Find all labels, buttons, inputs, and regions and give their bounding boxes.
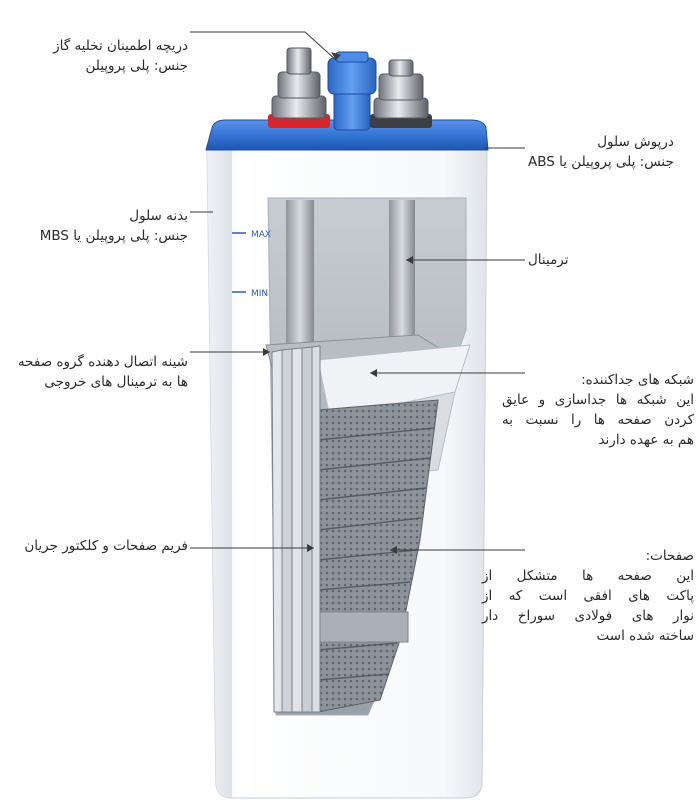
leader-vent — [190, 31, 337, 61]
label-separator-line2: این شبکه ها جداسازی و عایق — [502, 392, 694, 408]
label-lid-line2: جنس: پلی پروپیلن یا ABS — [528, 154, 674, 170]
plate-frames — [271, 345, 321, 713]
label-body-line1: بدنه سلول — [129, 208, 188, 224]
label-separator-line3: کردن صفحه ها را نسبت به — [502, 412, 694, 428]
label-busbar: شینه اتصال دهنده گروه صفحه ها به ترمینال… — [18, 352, 188, 392]
label-terminal: ترمینال — [528, 250, 569, 270]
label-lid: درپوش سلول جنس: پلی پروپیلن یا ABS — [528, 132, 674, 172]
label-plates-line1: صفحات: — [645, 548, 694, 564]
label-plates-line4: نوار های فولادی سوراخ دار — [482, 608, 694, 624]
label-plates-line2: این صفحه ها متشکل از — [482, 568, 694, 584]
label-lid-line1: درپوش سلول — [597, 134, 674, 150]
terminal-post-left — [268, 47, 330, 128]
terminal-post-right — [370, 59, 432, 128]
label-vent-line1: دریچه اطمینان تخلیه گاز — [53, 38, 188, 54]
label-frame: فریم صفحات و کلکتور جریان — [24, 536, 188, 556]
label-body: بدنه سلول جنس: پلی پروپیلن یا MBS — [40, 206, 188, 246]
label-vent-line2: جنس: پلی پروپیلن — [85, 58, 188, 74]
terminal-rods — [286, 200, 415, 350]
label-body-line2: جنس: پلی پروپیلن یا MBS — [39, 228, 188, 244]
min-level-label: MIN — [251, 289, 268, 299]
label-busbar-line2: ها به ترمینال های خروجی — [44, 374, 188, 390]
label-separator-line4: هم به عهده دارند — [598, 432, 694, 448]
plates-stack — [299, 399, 439, 713]
leader-lines — [190, 31, 525, 551]
label-terminal-line1: ترمینال — [528, 252, 569, 268]
leader-arrowheads — [263, 52, 413, 554]
label-plates-line5: ساخته شده است — [596, 628, 694, 644]
gas-vent-valve — [327, 51, 377, 131]
label-plates-line3: پاکت های افقی است که از — [482, 588, 694, 604]
label-separator-line1: شبکه های جداکننده: — [581, 372, 694, 388]
label-frame-line1: فریم صفحات و کلکتور جریان — [24, 538, 188, 554]
level-marks: MAX MIN — [232, 230, 271, 299]
max-level-label: MAX — [251, 230, 271, 240]
label-vent: دریچه اطمینان تخلیه گاز جنس: پلی پروپیلن — [53, 36, 188, 76]
label-plates: صفحات: این صفحه ها متشکل از پاکت های افق… — [482, 546, 694, 646]
label-separator: شبکه های جداکننده: این شبکه ها جداسازی و… — [502, 370, 694, 450]
label-busbar-line1: شینه اتصال دهنده گروه صفحه — [17, 354, 188, 370]
